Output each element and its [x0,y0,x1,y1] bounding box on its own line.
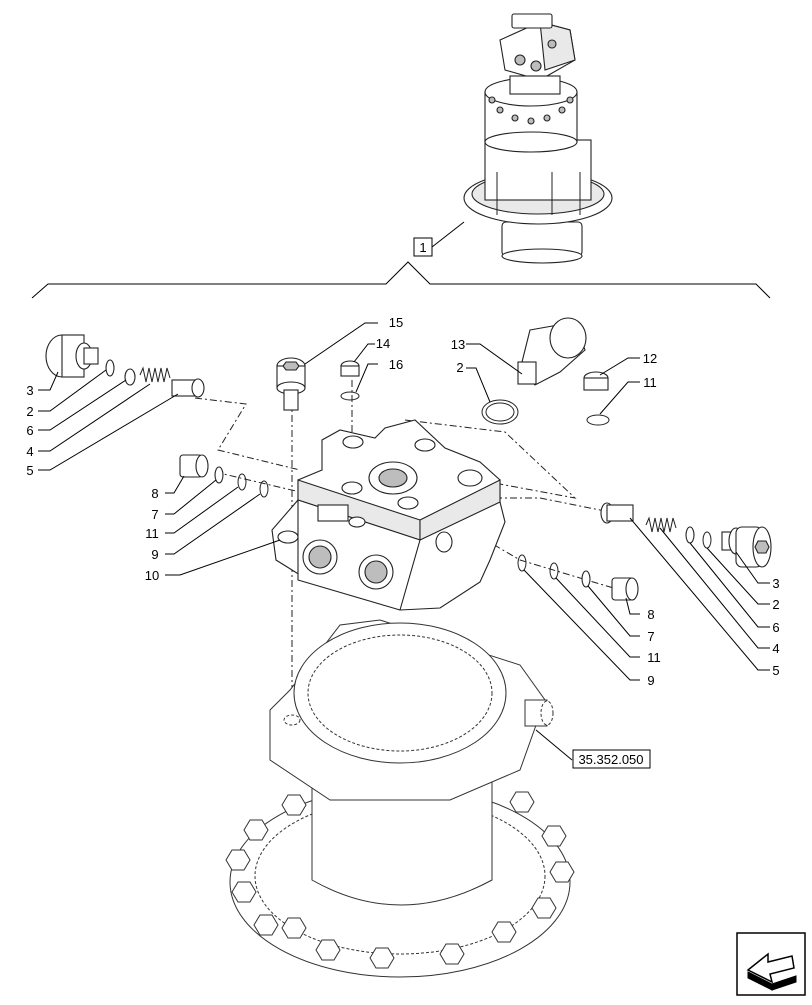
swing-motor-assembly-thumbnail [463,13,613,264]
assembly-reference-label: 1 [419,240,426,255]
callout-11-right-bottom: 11 [647,650,661,665]
callout-8-right: 8 [647,607,654,622]
callout-6-right: 6 [772,620,779,635]
callout-5-left: 5 [26,463,33,478]
callout-14: 14 [376,336,390,351]
left-check-valve-group [179,454,269,498]
right-check-valve-group [517,554,639,601]
callout-3-left: 3 [26,383,33,398]
section-reference-callout[interactable]: 35.352.050 [535,729,651,769]
callout-10: 10 [145,568,159,583]
callout-9-right: 9 [647,673,654,688]
callout-7-left: 7 [151,507,158,522]
callout-2-left: 2 [26,404,33,419]
callout-7-right: 7 [647,629,654,644]
callout-12: 12 [643,351,657,366]
right-relief-valve-group [600,502,772,568]
callout-4-left: 4 [26,444,33,459]
callout-2-right: 2 [772,597,779,612]
callout-5-right: 5 [772,663,779,678]
assembly-reference-callout[interactable]: 1 [413,221,465,257]
callout-9-left: 9 [151,547,158,562]
callout-13: 13 [451,337,465,352]
callout-3-right: 3 [772,576,779,591]
section-reference-label: 35.352.050 [578,752,643,767]
reference-housing-ghost [225,619,575,978]
callout-6-left: 6 [26,423,33,438]
valve-housing [271,419,506,611]
callout-4-right: 4 [772,641,779,656]
callout-11-right-top: 11 [643,375,657,390]
callout-8-left: 8 [151,486,158,501]
top-center-small-parts [276,317,610,426]
callout-11-left: 11 [145,526,159,541]
left-relief-valve-group [45,334,205,398]
callout-leader-lines [38,322,770,681]
callout-2-middle: 2 [456,360,463,375]
callout-16: 16 [389,357,403,372]
arrow-left-icon[interactable] [736,932,806,996]
callout-numbers: 3 2 6 4 5 8 7 11 9 10 15 14 16 13 2 12 1… [26,315,779,688]
exploded-view-bracket [31,261,771,299]
callout-15: 15 [389,315,403,330]
